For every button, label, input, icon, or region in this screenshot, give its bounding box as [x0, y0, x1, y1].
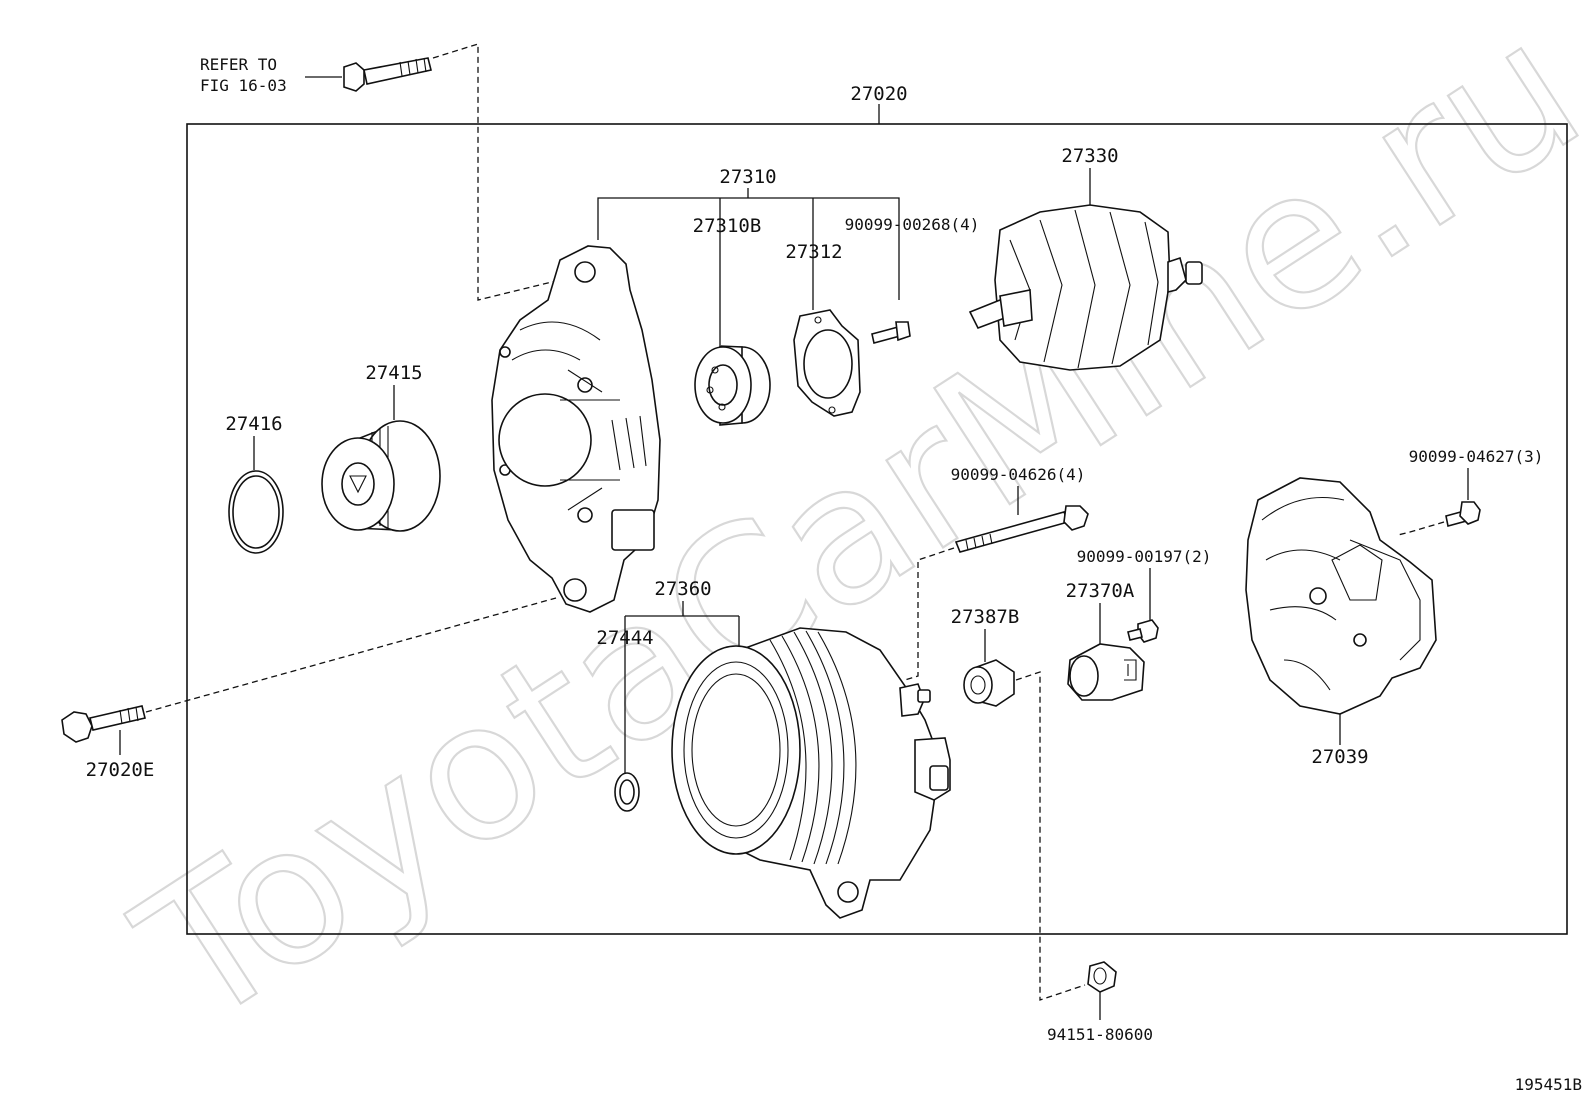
label-27415[interactable]: 27415 — [365, 362, 422, 384]
bearing-27310B — [694, 345, 771, 426]
label-27360[interactable]: 27360 — [654, 578, 711, 600]
screw-90099-00197 — [1127, 619, 1159, 643]
label-27020[interactable]: 27020 — [850, 83, 907, 105]
leader-27310 — [597, 188, 900, 345]
label-27020E[interactable]: 27020E — [86, 759, 155, 781]
label-27370A[interactable]: 27370A — [1066, 580, 1135, 602]
dash-terminal-nut — [1015, 671, 1086, 1001]
snap-ring-27416 — [228, 470, 284, 554]
nut-90099-04627 — [1445, 501, 1481, 527]
label-27310B[interactable]: 27310B — [693, 215, 762, 237]
label-27330[interactable]: 27330 — [1061, 145, 1118, 167]
bolt-27020E — [61, 705, 146, 743]
grommet-27387B — [963, 659, 1015, 707]
screw-90099-00268 — [871, 321, 911, 344]
label-90099-00268[interactable]: 90099-00268(4) — [845, 215, 980, 234]
bolt-90099-04626 — [954, 505, 1089, 553]
label-90099-04627[interactable]: 90099-04627(3) — [1409, 447, 1544, 466]
refer-note-line1: REFER TO — [200, 55, 277, 74]
rear-frame-27360 — [671, 627, 951, 919]
label-27312[interactable]: 27312 — [785, 241, 842, 263]
assembly-frame — [186, 123, 1568, 935]
dash-lower-bolt — [145, 597, 557, 713]
figure-id: 195451B — [1515, 1075, 1582, 1094]
brush-holder-27370A — [1067, 643, 1145, 701]
drive-end-frame — [491, 245, 661, 613]
rotor-27330 — [968, 204, 1203, 371]
washer-27444 — [614, 772, 640, 812]
label-94151-80600[interactable]: 94151-80600 — [1047, 1025, 1153, 1044]
label-27444[interactable]: 27444 — [596, 627, 653, 649]
label-27416[interactable]: 27416 — [225, 413, 282, 435]
pulley-27415 — [321, 420, 441, 532]
label-27310[interactable]: 27310 — [719, 166, 776, 188]
top-bolt — [343, 57, 432, 92]
label-27039[interactable]: 27039 — [1311, 746, 1368, 768]
label-90099-04626[interactable]: 90099-04626(4) — [951, 465, 1086, 484]
plate-27312 — [793, 309, 861, 417]
refer-note-line2[interactable]: FIG 16-03 — [200, 76, 287, 95]
nut-94151-80600 — [1087, 961, 1117, 993]
dash-through-bolt — [904, 547, 955, 681]
label-90099-00197[interactable]: 90099-00197(2) — [1077, 547, 1212, 566]
rear-cover-27039 — [1245, 477, 1437, 715]
dash-top-bolt — [432, 43, 561, 301]
label-27387B[interactable]: 27387B — [951, 606, 1020, 628]
dash-rear-nut — [1397, 521, 1445, 536]
leader-27360 — [624, 601, 740, 790]
